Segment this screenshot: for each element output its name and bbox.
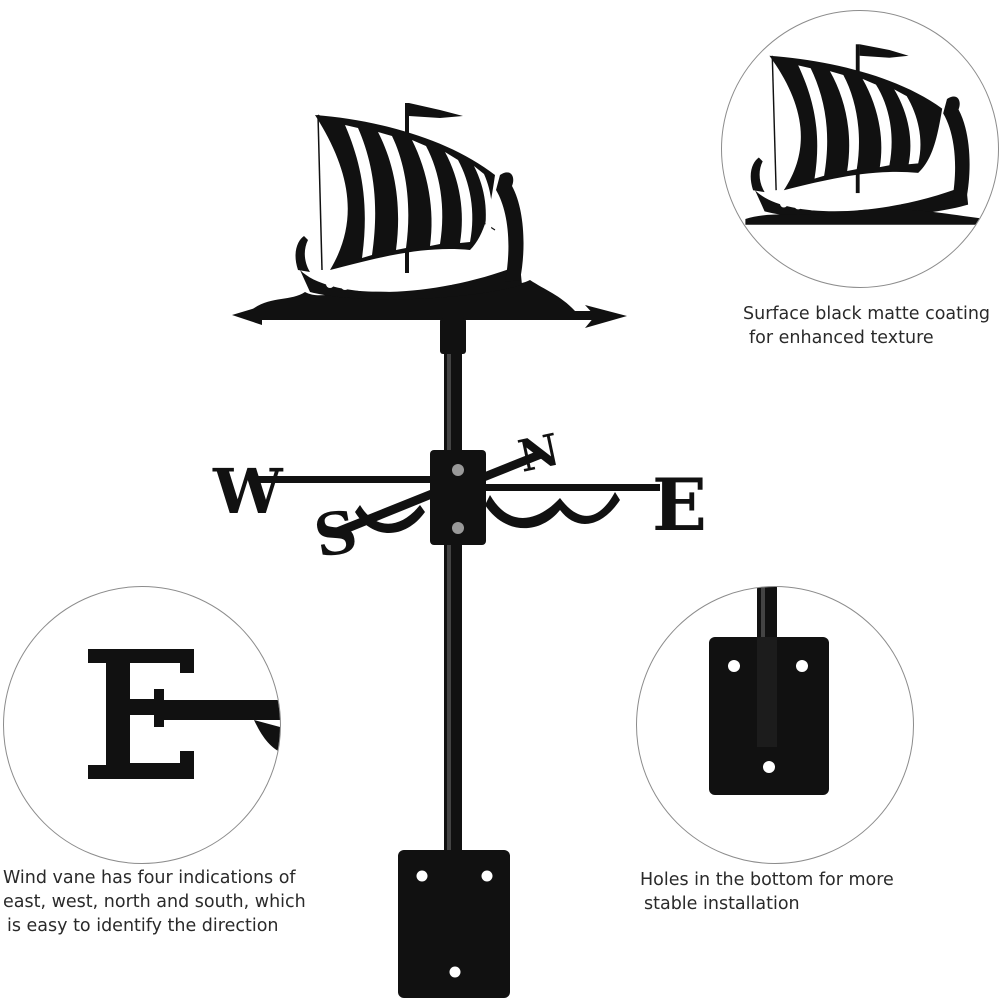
east-letter-closeup [88, 649, 280, 779]
mount-hole [449, 966, 461, 978]
base-plate-closeup [709, 587, 829, 795]
compass-letter-east: E [652, 462, 707, 547]
detail-circle-ship [721, 10, 999, 288]
coating-caption: Surface black matte coating for enhanced… [743, 302, 990, 350]
compass-letter-west: W [212, 455, 284, 528]
mount-hole [481, 870, 493, 882]
directions-caption-line: is easy to identify the direction [7, 916, 279, 936]
directions-caption-line: east, west, north and south, which [3, 892, 306, 912]
directions-caption-line: Wind vane has four indications of [3, 868, 296, 888]
mount-hole [416, 870, 428, 882]
vane-pole [444, 320, 462, 860]
directions-caption: Wind vane has four indications of east, … [3, 866, 306, 938]
viking-ship-silhouette [250, 103, 575, 311]
compass-hub [430, 450, 486, 545]
coating-caption-line: Surface black matte coating [743, 304, 991, 324]
detail-circle-base-plate [636, 586, 914, 864]
compass-letter-north: N [514, 425, 564, 483]
coating-caption-line: for enhanced texture [749, 328, 934, 348]
compass-arms [255, 450, 660, 545]
ship-closeup [745, 44, 986, 225]
mounting-base-plate [398, 850, 510, 998]
holes-caption-line: Holes in the bottom for more [640, 870, 894, 890]
holes-caption: Holes in the bottom for more stable inst… [640, 868, 894, 916]
ship-arrow-bar [232, 305, 627, 354]
detail-circle-east-letter [3, 586, 281, 864]
holes-caption-line: stable installation [644, 894, 800, 914]
compass-letter-south: S [309, 497, 362, 571]
